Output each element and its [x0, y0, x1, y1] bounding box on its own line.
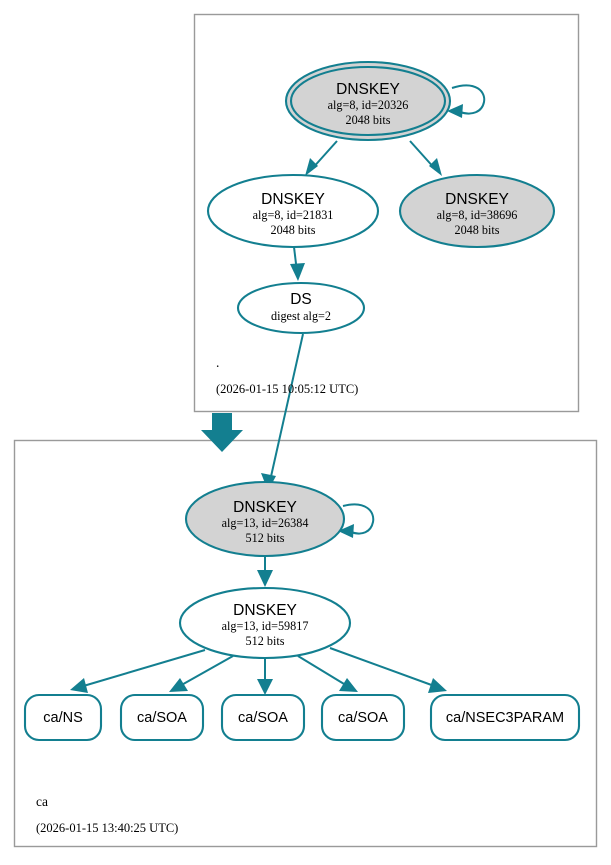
- node-shape: [236, 281, 366, 335]
- node-title: DNSKEY: [261, 191, 325, 208]
- node-detail-keyid: alg=13, id=26384: [222, 516, 309, 530]
- node-title: DNSKEY: [233, 602, 297, 619]
- node-ca-soa-3[interactable]: ca/SOA: [320, 693, 406, 742]
- node-ca-ksk-26384[interactable]: DNSKEY alg=13, id=26384 512 bits: [184, 480, 346, 558]
- node-title: DNSKEY: [445, 191, 509, 208]
- rrset-label: ca/NSEC3PARAM: [446, 710, 564, 726]
- node-shape: [429, 693, 581, 742]
- node-ca-soa-2[interactable]: ca/SOA: [220, 693, 306, 742]
- edge-ca-ksk-self-loop: [338, 503, 375, 538]
- node-detail-keyid: alg=13, id=59817: [222, 619, 309, 633]
- zone-label-root-name: .: [216, 355, 219, 370]
- node-detail-keyid: alg=8, id=38696: [437, 208, 518, 222]
- node-shape: [206, 173, 380, 249]
- rrset-label: ca/SOA: [238, 710, 288, 726]
- node-root-ds[interactable]: DS digest alg=2: [236, 281, 366, 335]
- node-detail-keysize: 2048 bits: [345, 113, 390, 127]
- rrset-label: ca/SOA: [137, 710, 187, 726]
- node-title: DNSKEY: [233, 499, 297, 516]
- node-ca-nsec3param[interactable]: ca/NSEC3PARAM: [429, 693, 581, 742]
- node-shape: [119, 693, 205, 742]
- node-root-key-38696[interactable]: DNSKEY alg=8, id=38696 2048 bits: [398, 173, 556, 249]
- zone-label-ca-name: ca: [36, 794, 48, 809]
- node-title: DS: [290, 291, 312, 308]
- node-title: DNSKEY: [336, 81, 400, 98]
- node-shape: [178, 586, 352, 660]
- edge-root-ksk-to-key38696: [409, 140, 442, 176]
- node-detail-keysize: 2048 bits: [454, 223, 499, 237]
- node-detail-keysize: 512 bits: [246, 531, 285, 545]
- edge-ca-zsk-to-ca-soa-2: [257, 658, 273, 695]
- node-shape: [398, 173, 556, 249]
- rrset-label: ca/NS: [43, 710, 83, 726]
- node-root-zsk-21831[interactable]: DNSKEY alg=8, id=21831 2048 bits: [206, 173, 380, 249]
- node-detail-keyid: alg=8, id=21831: [253, 208, 334, 222]
- edge-ca-zsk-to-ca-soa-1: [169, 655, 234, 692]
- edge-ca-zsk-to-ca-nsec3param: [329, 647, 447, 693]
- node-detail-keysize: 2048 bits: [270, 223, 315, 237]
- rrset-label: ca/SOA: [338, 710, 388, 726]
- node-shape: [184, 480, 346, 558]
- edge-root-ksk-self-loop: [447, 84, 486, 118]
- delegation-arrow-root-to-ca: [201, 413, 243, 452]
- edge-ca-zsk-to-ca-ns: [70, 649, 206, 693]
- edge-ca-zsk-to-ca-soa-3: [297, 655, 358, 692]
- node-shape: [220, 693, 306, 742]
- node-root-ksk-20326[interactable]: DNSKEY alg=8, id=20326 2048 bits: [284, 60, 452, 142]
- edge-root-ksk-to-zsk21831: [305, 140, 338, 176]
- edge-root-zsk-to-ds: [290, 246, 305, 281]
- zone-label-ca-timestamp: (2026-01-15 13:40:25 UTC): [36, 821, 178, 835]
- node-ca-soa-1[interactable]: ca/SOA: [119, 693, 205, 742]
- node-detail-digest: digest alg=2: [271, 309, 331, 323]
- node-shape: [320, 693, 406, 742]
- node-shape: [23, 693, 103, 742]
- node-ca-zsk-59817[interactable]: DNSKEY alg=13, id=59817 512 bits: [178, 586, 352, 660]
- node-detail-keysize: 512 bits: [246, 634, 285, 648]
- node-shape-inner: [289, 65, 447, 137]
- node-ca-ns[interactable]: ca/NS: [23, 693, 103, 742]
- node-detail-keyid: alg=8, id=20326: [328, 98, 409, 112]
- zone-label-root-timestamp: (2026-01-15 10:05:12 UTC): [216, 382, 358, 396]
